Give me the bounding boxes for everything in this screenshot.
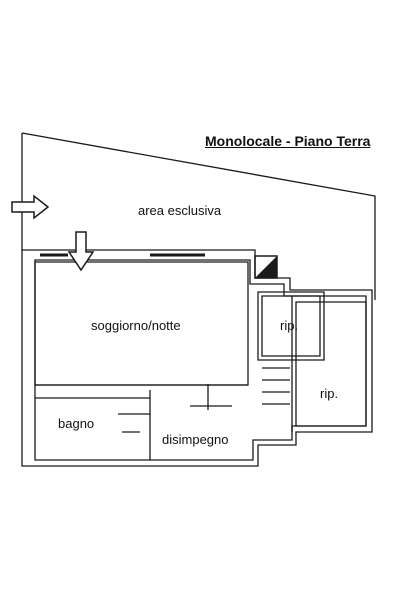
door-bagno	[118, 413, 150, 433]
stairs	[262, 367, 290, 405]
rip-2-label: rip.	[320, 386, 339, 401]
rip-1-wall	[261, 295, 321, 357]
door-disimpegno	[190, 384, 232, 410]
entrance-arrow-down-icon	[67, 231, 95, 272]
area-esclusiva-label: area esclusiva	[138, 203, 222, 218]
plan-title: Monolocale - Piano Terra	[205, 133, 371, 149]
area-esclusiva-boundary	[21, 132, 376, 300]
rip-2-wall	[295, 301, 367, 427]
bagno-partition	[35, 384, 248, 460]
soggiorno-label: soggiorno/notte	[91, 318, 181, 333]
rip-1-label: rip.	[280, 318, 299, 333]
bagno-label: bagno	[58, 416, 95, 431]
disimpegno-label: disimpegno	[162, 432, 229, 447]
entrance-arrow-icon	[11, 194, 50, 220]
